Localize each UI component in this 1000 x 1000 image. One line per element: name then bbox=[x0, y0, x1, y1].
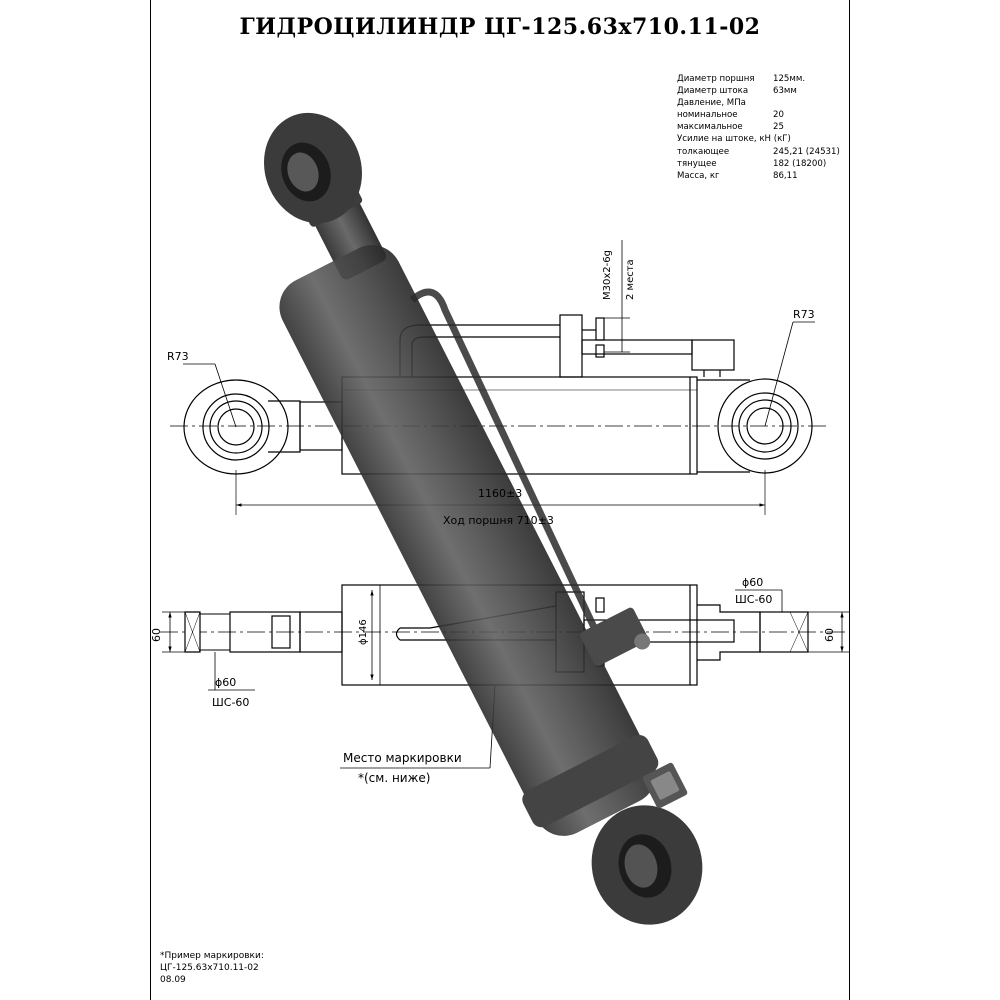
drawing-sheet bbox=[150, 0, 850, 1000]
thread-label: М30х2-6g bbox=[602, 250, 613, 300]
drawing-title: ГИДРОЦИЛИНДР ЦГ-125.63х710.11-02 bbox=[239, 14, 761, 40]
bearing-right-label: ШС-60 bbox=[735, 593, 772, 606]
bore-left-label: ϕ60 bbox=[215, 676, 236, 689]
cylinder-3d-render bbox=[263, 112, 703, 925]
note-code: ЦГ-125.63х710.11-02 bbox=[160, 963, 259, 973]
marking-see-below-label: *(см. ниже) bbox=[358, 771, 430, 785]
bore-right-label: ϕ60 bbox=[742, 576, 763, 589]
thread-places-label: 2 места bbox=[625, 259, 636, 300]
width-left-label: 60 bbox=[150, 628, 163, 642]
marking-place-label: Место маркировки bbox=[343, 751, 462, 765]
stroke-label: Ход поршня 710±3 bbox=[443, 514, 554, 527]
width-right-label: 60 bbox=[823, 628, 836, 642]
length-label: 1160±3 bbox=[478, 487, 522, 500]
note-date: 08.09 bbox=[160, 975, 186, 985]
radius-right-label: R73 bbox=[793, 308, 815, 321]
marking-example-note: *Пример маркировки: ЦГ-125.63х710.11-02 … bbox=[160, 950, 264, 986]
radius-left-label: R73 bbox=[167, 350, 189, 363]
bearing-left-label: ШС-60 bbox=[212, 696, 249, 709]
dimension-labels: R73 R73 М30х2-6g 2 места 1160±3 Ход порш… bbox=[150, 250, 836, 785]
note-heading: *Пример маркировки: bbox=[160, 951, 264, 961]
body-diameter-label: ϕ146 bbox=[358, 619, 369, 645]
